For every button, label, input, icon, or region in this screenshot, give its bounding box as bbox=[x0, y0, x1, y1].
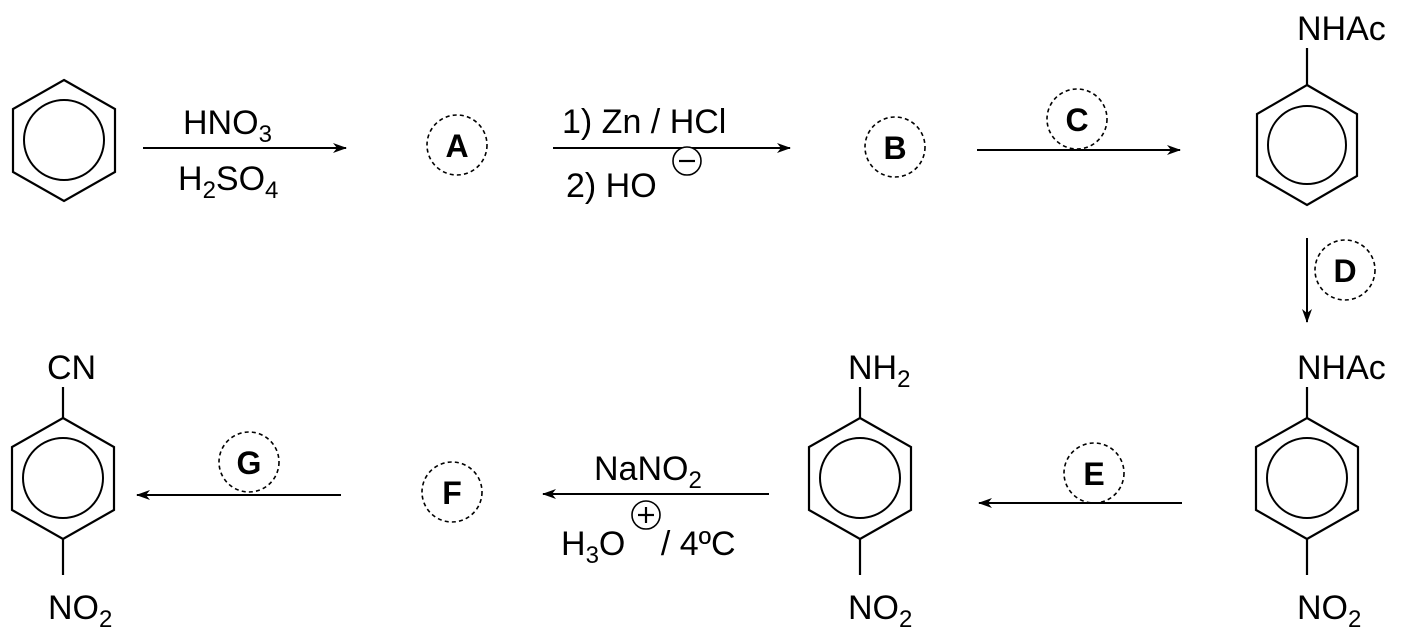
svg-text:NO2: NO2 bbox=[1297, 589, 1361, 633]
negative-charge-icon bbox=[672, 146, 702, 176]
svg-text:E: E bbox=[1083, 456, 1104, 492]
svg-text:H2SO4: H2SO4 bbox=[178, 160, 278, 204]
svg-text:H3O / 4ºC: H3O / 4ºC bbox=[561, 525, 736, 569]
svg-text:NO2: NO2 bbox=[48, 589, 112, 633]
arrow-diazotization: NaNO2 H3O / 4ºC bbox=[542, 450, 769, 569]
svg-text:NH2: NH2 bbox=[848, 349, 910, 393]
arrow-acetylation: C bbox=[977, 88, 1181, 155]
p-nitrobenzonitrile: CN NO2 bbox=[10, 349, 116, 633]
svg-text:D: D bbox=[1333, 253, 1356, 289]
svg-text:1) Zn / HCl: 1) Zn / HCl bbox=[562, 103, 726, 141]
unknown-label-a: A bbox=[426, 114, 488, 176]
arrow-nitration: HNO3 H2SO4 bbox=[143, 104, 347, 204]
svg-text:NO2: NO2 bbox=[848, 589, 912, 633]
svg-text:B: B bbox=[883, 130, 906, 166]
svg-text:NaNO2: NaNO2 bbox=[594, 450, 702, 494]
svg-text:CN: CN bbox=[47, 349, 96, 387]
svg-text:NHAc: NHAc bbox=[1297, 349, 1386, 387]
unknown-label-f: F bbox=[421, 461, 483, 523]
svg-text:2) HO: 2) HO bbox=[566, 167, 657, 205]
p-nitroaniline: NH2 NO2 bbox=[807, 349, 912, 633]
svg-text:A: A bbox=[445, 128, 468, 164]
arrow-nitration-2: D bbox=[1302, 238, 1376, 323]
acetanilide: NHAc bbox=[1255, 10, 1386, 207]
arrow-reduction: 1) Zn / HCl 2) HO bbox=[553, 103, 791, 205]
svg-text:NHAc: NHAc bbox=[1297, 10, 1386, 48]
svg-text:HNO3: HNO3 bbox=[183, 104, 272, 148]
positive-charge-icon bbox=[631, 500, 661, 530]
arrow-sandmeyer: G bbox=[136, 431, 341, 500]
arrow-hydrolysis: E bbox=[978, 442, 1182, 508]
svg-text:G: G bbox=[237, 445, 262, 481]
p-nitroacetanilide: NHAc NO2 bbox=[1254, 349, 1386, 633]
unknown-label-b: B bbox=[864, 116, 926, 178]
svg-text:F: F bbox=[442, 475, 462, 511]
benzene-start bbox=[11, 78, 117, 203]
svg-text:C: C bbox=[1065, 102, 1088, 138]
